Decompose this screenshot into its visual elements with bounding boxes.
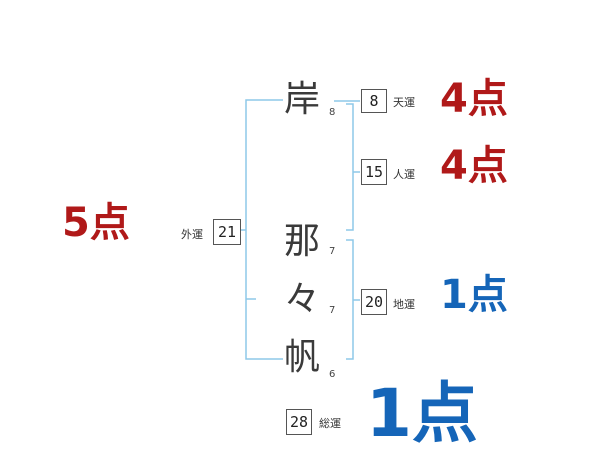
surname-char-1: 岸 xyxy=(284,79,321,120)
given-stroke-count-1: 7 xyxy=(329,246,336,257)
surname-stroke-count-1: 8 xyxy=(329,107,336,118)
chikaku-label: 地運 xyxy=(393,298,415,311)
jinkaku-score: 4点 xyxy=(440,143,508,189)
bottom-right-bracket xyxy=(346,239,354,360)
given-char-1: 那 xyxy=(284,221,321,262)
given-stroke-count-3: 6 xyxy=(329,369,336,380)
gaikaku-value-box: 21 xyxy=(213,219,241,245)
soukaku-score: 1点 xyxy=(366,375,478,452)
jinkaku-label: 人運 xyxy=(393,168,415,181)
soukaku-label: 総運 xyxy=(319,417,341,430)
tenkaku-value-box: 8 xyxy=(361,89,387,113)
soukaku-value-box: 28 xyxy=(286,409,312,435)
chikaku-score: 1点 xyxy=(440,272,508,318)
jinkaku-value-box: 15 xyxy=(361,159,387,185)
tenkaku-label: 天運 xyxy=(393,96,415,109)
outer-bracket xyxy=(245,99,283,360)
given-stroke-count-2: 7 xyxy=(329,305,336,316)
given-char-2: 々 xyxy=(284,279,321,320)
gaikaku-score: 5点 xyxy=(62,200,130,246)
given-char-3: 帆 xyxy=(284,337,321,378)
gaikaku-label: 外運 xyxy=(181,228,203,241)
tenkaku-score: 4点 xyxy=(440,76,508,122)
top-right-bracket xyxy=(346,103,354,231)
chikaku-value-box: 20 xyxy=(361,289,387,315)
